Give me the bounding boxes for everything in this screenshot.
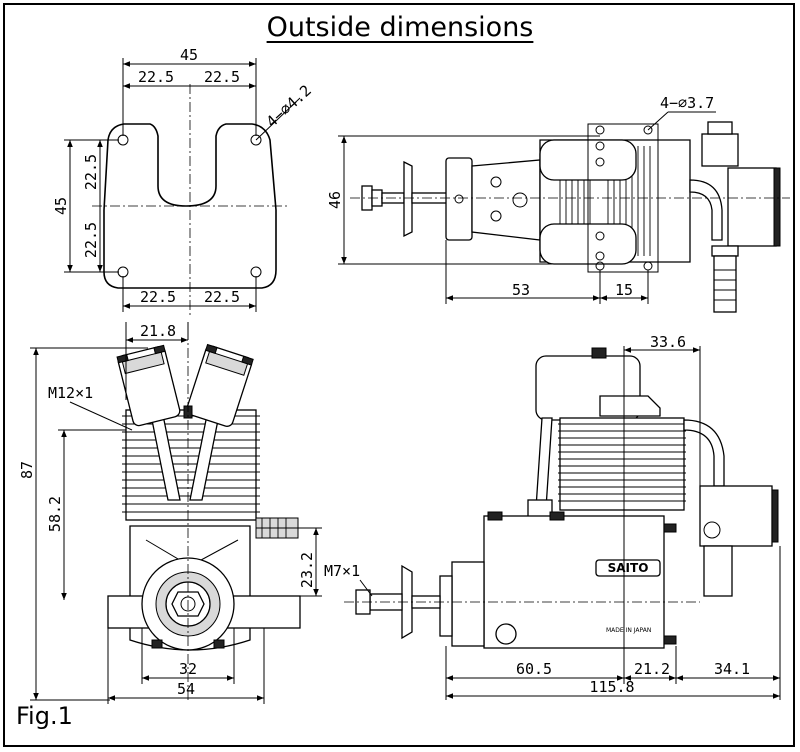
side-length-b: 21.2 [634,660,670,678]
front-crank-height: 58.2 [46,496,64,532]
top-view: 46 53 15 4−⌀3.7 [326,94,790,313]
drive-hub [445,157,473,241]
mount-height-half-upper: 22.5 [82,154,100,190]
intake-pipe-side [683,419,725,487]
side-thread-label: M7×1 [324,562,360,580]
top-hole-callout: 4−⌀3.7 [660,94,714,112]
front-outer-width: 54 [177,680,195,698]
mount-height-total: 45 [52,197,70,215]
mount-hole-callout: 4−⌀4.2 [263,81,315,131]
figure-label: Fig.1 [16,702,73,730]
top-length-b: 15 [615,281,633,299]
mount-hole [117,266,129,278]
top-height: 46 [326,191,344,209]
front-total-height: 87 [18,461,36,479]
mount-width-total: 45 [180,46,198,64]
intake-pipe [689,179,723,241]
cylinder-block-front [125,409,257,521]
made-in-label: MADE IN JAPAN [606,627,651,634]
mount-width-half-right-bottom: 22.5 [204,288,240,306]
mount-view: 45 22.5 22.5 22.5 22.5 45 22.5 22.5 4−⌀4… [52,46,315,316]
muffler-side [703,545,733,597]
mount-width-half-right-top: 22.5 [204,68,240,86]
brand-plate [595,559,661,577]
mount-height-half-lower: 22.5 [82,222,100,258]
mount-plate-outline [103,123,277,289]
glow-plug [591,347,607,359]
front-thread-label: M12×1 [48,384,93,402]
top-mount-hole [643,125,653,135]
mount-width-half-left-top: 22.5 [138,68,174,86]
brand-label: SAITO [608,561,649,575]
side-total-length: 115.8 [589,678,634,696]
front-inner-width: 32 [179,660,197,678]
crankcase-side [483,515,665,649]
carburetor-side [699,485,773,547]
fuel-fitting-top [713,255,737,313]
side-head-offset: 33.6 [650,333,686,351]
side-view: SAITO MADE IN JAPAN M7×1 33.6 60.5 21.2 … [324,333,781,700]
front-cylinder-offset: 21.8 [140,322,176,340]
front-mount-height: 23.2 [298,552,316,588]
crankcase-top [471,159,541,241]
drawing-frame [3,3,795,747]
cylinder-side [559,417,685,511]
pushrod-side [535,417,553,509]
top-mount-hole [643,261,653,271]
top-mount-hole [595,125,605,135]
front-view: 21.8 M12×1 87 58.2 23.2 32 54 [18,322,322,704]
drive-hub-side [451,561,485,647]
mount-width-half-left-bottom: 22.5 [140,288,176,306]
prop-washer [403,160,413,238]
side-length-c: 34.1 [714,660,750,678]
mount-hole [250,266,262,278]
mount-hole [117,134,129,146]
top-length-a: 53 [512,281,530,299]
carburetor-top [701,133,739,167]
muffler-top [727,167,777,247]
side-length-a: 60.5 [516,660,552,678]
page-title: Outside dimensions [266,12,534,43]
